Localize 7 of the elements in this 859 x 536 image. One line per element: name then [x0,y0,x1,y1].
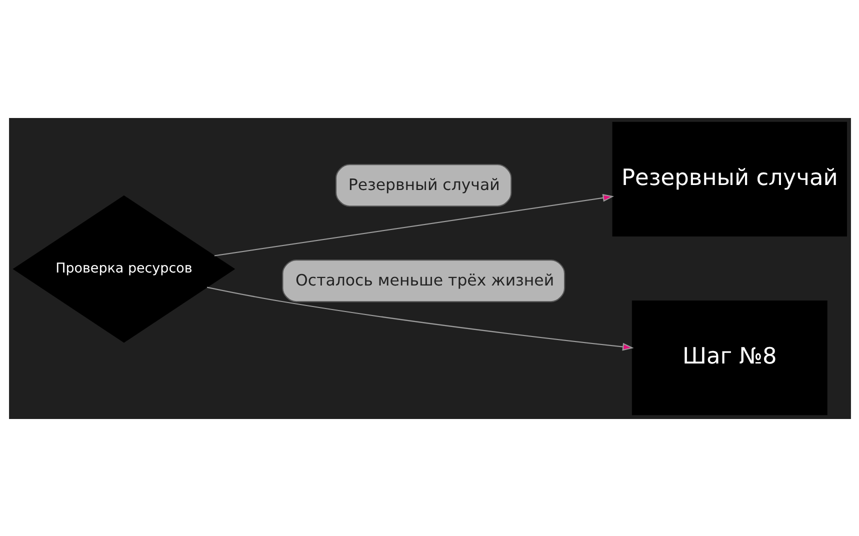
node-box: Шаг №8 [631,300,827,415]
arrow [214,194,614,256]
edge-label: Резервный случай [348,174,500,194]
arrow [206,286,634,350]
node-box: Резервный случай [612,121,847,236]
node-diamond: Проверка ресурсов [12,194,235,342]
edge-label: Осталось меньше трёх жизней [295,270,554,290]
